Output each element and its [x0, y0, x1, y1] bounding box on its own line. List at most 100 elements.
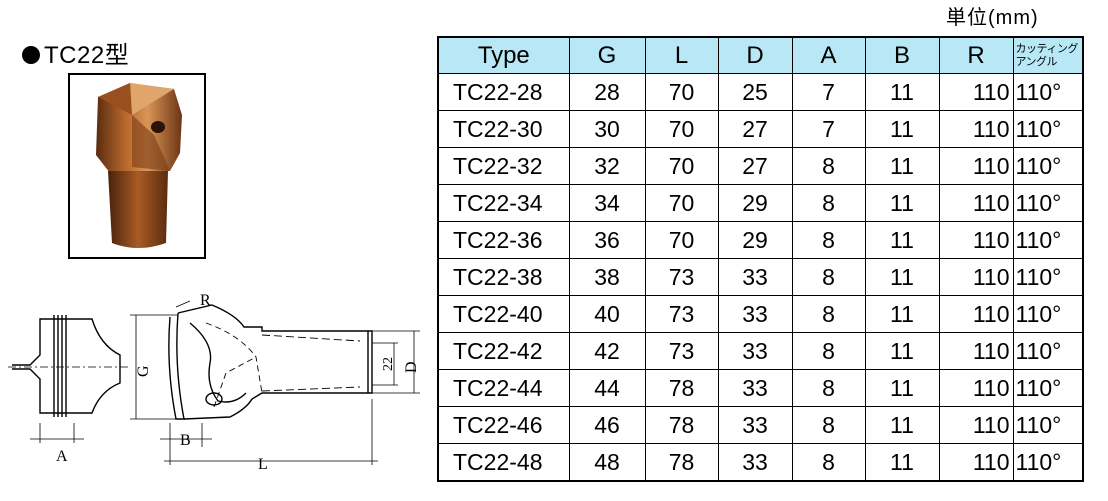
header-cutting-line1: カッティング [1015, 42, 1079, 55]
cell-b: 11 [864, 147, 940, 185]
header-r: R [938, 36, 1014, 74]
cell-d: 33 [717, 369, 793, 407]
cell-b: 11 [864, 295, 940, 333]
cell-l: 70 [644, 184, 719, 222]
cell-a: 7 [791, 73, 866, 111]
cell-cutting-angle: 110° [1012, 73, 1084, 111]
cell-l: 78 [644, 443, 719, 482]
cell-cutting-angle: 110° [1012, 443, 1084, 482]
cell-b: 11 [864, 73, 940, 111]
cell-r: 110 [938, 221, 1014, 259]
cell-a: 7 [791, 110, 866, 148]
cell-r: 110 [938, 147, 1014, 185]
cell-a: 8 [791, 184, 866, 222]
header-l: L [644, 36, 719, 74]
cell-l: 70 [644, 73, 719, 111]
cell-l: 78 [644, 369, 719, 407]
cell-b: 11 [864, 184, 940, 222]
cell-l: 78 [644, 406, 719, 444]
header-type: Type [437, 36, 570, 74]
product-title: TC22型 [22, 42, 129, 70]
cell-d: 29 [717, 184, 793, 222]
cell-a: 8 [791, 406, 866, 444]
cell-d: 33 [717, 406, 793, 444]
cell-b: 11 [864, 332, 940, 370]
cell-l: 73 [644, 258, 719, 296]
cell-r: 110 [938, 73, 1014, 111]
unit-label: 単位(mm) [946, 7, 1039, 29]
cell-l: 70 [644, 221, 719, 259]
cell-d: 33 [717, 443, 793, 482]
header-cutting-angle: カッティングアングル [1012, 36, 1084, 74]
cell-r: 110 [938, 258, 1014, 296]
header-cutting-line2: アングル [1015, 55, 1058, 68]
label-a: A [56, 448, 68, 465]
cell-b: 11 [864, 110, 940, 148]
cell-g: 44 [568, 369, 646, 407]
cell-g: 38 [568, 258, 646, 296]
cell-type: TC22-42 [437, 332, 570, 370]
cell-d: 27 [717, 110, 793, 148]
header-a: A [791, 36, 866, 74]
cell-l: 73 [644, 332, 719, 370]
cell-g: 30 [568, 110, 646, 148]
cell-d: 33 [717, 295, 793, 333]
cell-d: 25 [717, 73, 793, 111]
cell-r: 110 [938, 295, 1014, 333]
cell-type: TC22-40 [437, 295, 570, 333]
cell-l: 70 [644, 110, 719, 148]
bullet-icon [22, 46, 40, 64]
cell-b: 11 [864, 369, 940, 407]
product-title-text: TC22型 [44, 42, 130, 69]
label-l: L [258, 456, 268, 473]
label-g: G [135, 365, 152, 377]
cell-l: 73 [644, 295, 719, 333]
cell-type: TC22-44 [437, 369, 570, 407]
cell-l: 70 [644, 147, 719, 185]
cell-d: 33 [717, 258, 793, 296]
product-photo [68, 73, 206, 259]
cell-a: 8 [791, 221, 866, 259]
cell-cutting-angle: 110° [1012, 110, 1084, 148]
table-header-row: Type G L D A B R カッティングアングル [437, 36, 1084, 74]
header-d: D [717, 36, 793, 74]
cell-g: 28 [568, 73, 646, 111]
cell-g: 34 [568, 184, 646, 222]
technical-drawing: R G 22 D A B L [8, 292, 420, 473]
cell-g: 40 [568, 295, 646, 333]
cell-d: 27 [717, 147, 793, 185]
cell-a: 8 [791, 443, 866, 482]
cell-a: 8 [791, 369, 866, 407]
cell-type: TC22-38 [437, 258, 570, 296]
cell-r: 110 [938, 184, 1014, 222]
cell-r: 110 [938, 369, 1014, 407]
cell-d: 29 [717, 221, 793, 259]
cell-cutting-angle: 110° [1012, 184, 1084, 222]
cell-g: 46 [568, 406, 646, 444]
cell-cutting-angle: 110° [1012, 369, 1084, 407]
cell-cutting-angle: 110° [1012, 258, 1084, 296]
cell-g: 36 [568, 221, 646, 259]
cell-r: 110 [938, 110, 1014, 148]
cell-r: 110 [938, 406, 1014, 444]
cell-type: TC22-30 [437, 110, 570, 148]
cell-type: TC22-36 [437, 221, 570, 259]
cell-b: 11 [864, 221, 940, 259]
label-22: 22 [381, 357, 396, 371]
cell-a: 8 [791, 295, 866, 333]
cell-type: TC22-48 [437, 443, 570, 482]
cell-cutting-angle: 110° [1012, 406, 1084, 444]
label-b: B [180, 432, 191, 449]
